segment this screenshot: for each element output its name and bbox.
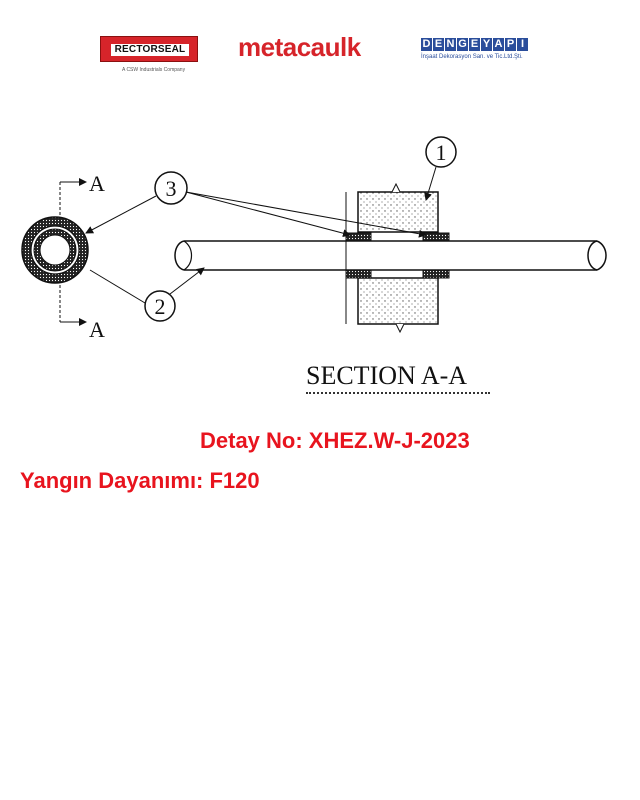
callout-3 — [85, 171, 427, 238]
wall-assembly — [345, 182, 439, 334]
pipe-side-view — [174, 240, 607, 271]
pipe-penetration-drawing: A A 1 3 2 — [21, 136, 607, 342]
callout-1-label: 1 — [436, 140, 447, 165]
section-title-underline — [306, 392, 490, 394]
dengeyapi-tagline: İnşaat Dekorasyon San. ve Tic.Ltd.Şti. — [421, 54, 523, 60]
callout-2 — [89, 267, 205, 322]
denge-letter: P — [505, 38, 516, 51]
section-marker-bottom: A — [89, 317, 105, 342]
dengeyapi-logo: D E N G E Y A P I İnşaat Dekorasyon San.… — [421, 38, 551, 74]
denge-letter: Y — [481, 38, 492, 51]
denge-letter: I — [517, 38, 528, 51]
callout-3-label: 3 — [166, 176, 177, 201]
cross-section-view — [21, 216, 89, 284]
section-cut-lines — [59, 178, 87, 326]
dengeyapi-letters: D E N G E Y A P I — [421, 38, 551, 51]
denge-letter: G — [457, 38, 468, 51]
denge-letter: D — [421, 38, 432, 51]
metacaulk-logo: metacaulk — [238, 32, 361, 62]
rectorseal-logo: RECTORSEAL A CSW Industrials Company — [100, 36, 200, 82]
section-title: SECTION A-A — [306, 361, 468, 390]
denge-letter: E — [433, 38, 444, 51]
denge-letter: E — [469, 38, 480, 51]
logo-bar: RECTORSEAL A CSW Industrials Company met… — [0, 30, 640, 90]
sealant-pads — [345, 232, 450, 279]
denge-letter: N — [445, 38, 456, 51]
fire-rating: Yangın Dayanımı: F120 — [20, 468, 260, 493]
rectorseal-name: RECTORSEAL — [111, 44, 189, 56]
rectorseal-badge: RECTORSEAL — [100, 36, 198, 62]
callout-1 — [424, 136, 457, 201]
section-marker-top: A — [89, 171, 105, 196]
callout-2-label: 2 — [155, 294, 166, 319]
denge-letter: A — [493, 38, 504, 51]
detail-number: Detay No: XHEZ.W-J-2023 — [200, 428, 470, 453]
rectorseal-tagline: A CSW Industrials Company — [122, 67, 186, 73]
